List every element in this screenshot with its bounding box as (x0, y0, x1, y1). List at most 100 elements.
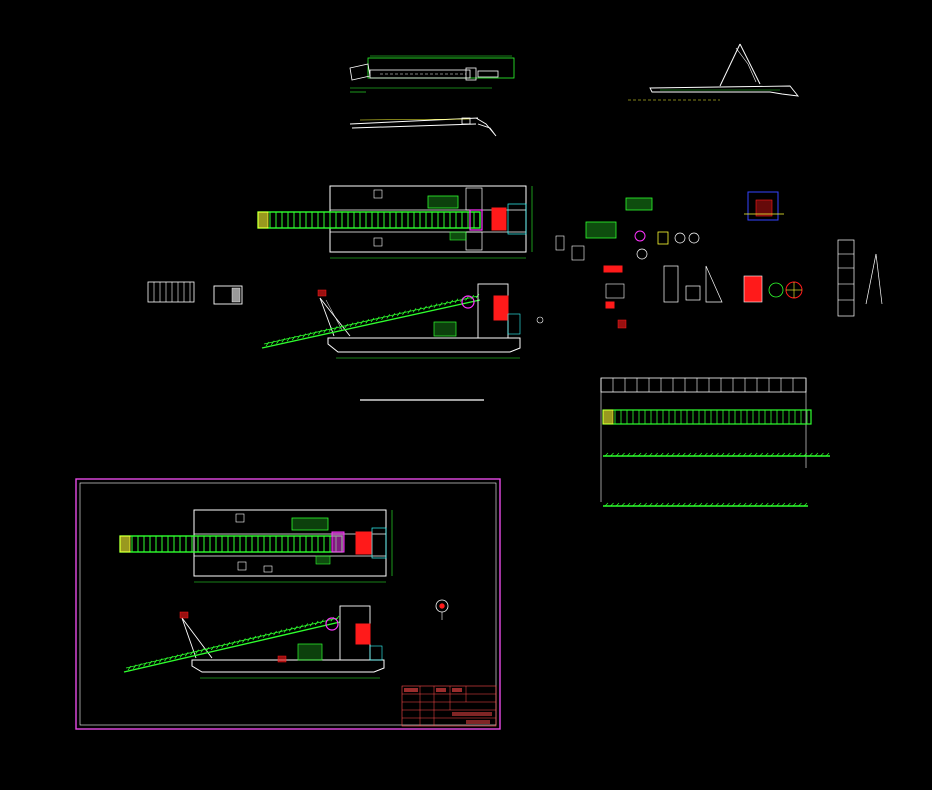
sheet-inner-frame (79, 482, 497, 726)
sheet-detail-symbol[interactable] (435, 599, 449, 620)
cad-stroke (381, 315, 385, 320)
cad-stroke (195, 649, 199, 654)
cad-stroke (190, 650, 194, 656)
cad-stroke (825, 452, 830, 457)
cad-stroke (417, 306, 422, 312)
cad-stroke (412, 308, 417, 313)
cad-stroke (386, 314, 391, 319)
top-plan-view[interactable] (349, 55, 515, 93)
cad-stroke (333, 326, 338, 331)
cad-stroke (759, 502, 764, 507)
cad-stroke (704, 502, 708, 507)
cad-stroke (158, 658, 163, 663)
hatch-detail[interactable] (213, 285, 243, 305)
cad-stroke (273, 630, 277, 636)
cad-stroke (704, 452, 708, 457)
cad-stroke (370, 317, 375, 323)
cad-stroke (764, 452, 769, 457)
cad-stroke (726, 452, 730, 457)
side-elevation-view[interactable] (349, 117, 497, 137)
cad-stroke (205, 647, 210, 652)
cad-stroke (210, 645, 215, 651)
cad-stroke (665, 452, 670, 457)
cad-stroke (742, 452, 747, 457)
cad-stroke (294, 625, 298, 631)
cad-stroke (236, 639, 241, 644)
component-details[interactable] (555, 191, 883, 329)
cad-stroke (127, 665, 132, 671)
cad-stroke (770, 452, 774, 457)
cad-stroke (648, 452, 653, 457)
railing-detail[interactable] (147, 281, 195, 303)
cad-stroke (803, 502, 808, 507)
sheet-deck-plan[interactable] (119, 509, 393, 583)
cad-stroke (323, 328, 328, 334)
cad-stroke (449, 299, 454, 305)
drawing-sheet[interactable] (75, 478, 501, 730)
cad-stroke (654, 452, 658, 457)
cad-stroke (798, 502, 802, 507)
cad-stroke (671, 502, 675, 507)
cad-stroke (270, 340, 275, 346)
cad-stroke (660, 502, 664, 507)
cad-stroke (465, 296, 469, 301)
cad-stroke (715, 502, 719, 507)
cad-stroke (312, 330, 317, 336)
cad-stroke (318, 329, 322, 335)
cad-stroke (643, 452, 647, 457)
hull-profile-view[interactable] (261, 283, 544, 359)
cad-stroke (349, 322, 354, 328)
cad-stroke (444, 300, 448, 306)
cad-stroke (610, 452, 614, 457)
cad-stroke (454, 298, 459, 304)
cad-stroke (737, 452, 741, 457)
cad-stroke (615, 502, 620, 507)
cad-stroke (304, 623, 309, 628)
cad-stroke (787, 452, 791, 457)
cad-stroke (262, 633, 267, 638)
cad-stroke (637, 502, 642, 507)
cad-stroke (643, 502, 647, 507)
cad-stroke (423, 305, 427, 311)
cad-stroke (302, 333, 307, 338)
cad-stroke (632, 452, 636, 457)
cad-stroke (268, 632, 272, 637)
cad-stroke (438, 302, 443, 307)
cad-stroke (770, 502, 775, 507)
cad-stroke (174, 654, 179, 659)
cad-stroke (792, 502, 797, 507)
cad-stroke (660, 452, 664, 457)
cad-stroke (715, 452, 719, 457)
cad-stroke (781, 452, 786, 457)
cad-stroke (776, 452, 780, 457)
cad-stroke (687, 452, 692, 457)
cad-stroke (803, 452, 808, 457)
cad-stroke (354, 321, 359, 326)
cad-stroke (148, 660, 153, 666)
cad-stroke (314, 620, 319, 626)
cad-stroke (676, 502, 681, 507)
cad-stroke (682, 452, 686, 457)
sheet-hull-profile[interactable] (123, 605, 385, 679)
cad-stroke (776, 502, 780, 507)
cad-stroke (433, 303, 438, 308)
cad-stroke (328, 327, 333, 332)
cad-stroke (720, 502, 725, 507)
cad-stroke (781, 502, 786, 507)
crane-elevation-view[interactable] (628, 43, 800, 101)
cad-stroke (671, 452, 675, 457)
cad-stroke (814, 452, 819, 457)
cad-stroke (153, 659, 158, 664)
deck-plan-view[interactable] (257, 185, 533, 259)
conveyor-detail-view[interactable] (600, 377, 830, 507)
cad-stroke (737, 502, 741, 507)
cad-stroke (720, 452, 725, 457)
cad-stroke (297, 334, 301, 340)
cad-stroke (428, 304, 433, 310)
cad-stroke (693, 452, 697, 457)
cad-stroke (698, 452, 703, 457)
cad-stroke (748, 502, 752, 507)
cad-stroke (281, 338, 286, 343)
cad-stroke (242, 638, 246, 643)
